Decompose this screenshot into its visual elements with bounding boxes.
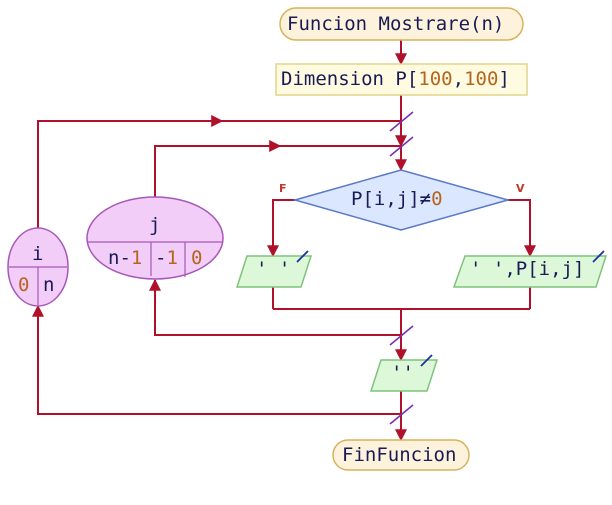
dimension-prefix: Dimension P[: [281, 68, 419, 90]
output-arrow-icon: [420, 354, 433, 367]
loop-marker: [389, 136, 414, 157]
condition-decision: [292, 169, 511, 231]
true-flag: V: [516, 182, 525, 195]
loop-marker: [389, 111, 414, 132]
end-terminal: [332, 439, 470, 471]
dimension-size-b: 100: [464, 68, 499, 90]
loop-i-from: 0: [18, 274, 30, 296]
output-arrow-icon: [592, 250, 605, 263]
connectors: [32, 40, 536, 442]
output-arrow-icon: [296, 250, 309, 263]
false-output-shape: [235, 255, 313, 288]
start-label: Funcion Mostrare(n): [287, 13, 505, 35]
dimension-size-a: 100: [418, 68, 453, 90]
false-flag: F: [279, 182, 287, 195]
loop-j-to: 0: [191, 247, 203, 269]
loop-j-step: -1: [155, 247, 178, 269]
dimension-comma: ,: [452, 68, 465, 90]
loop-i-to: n: [43, 274, 55, 296]
loop-j-node: [86, 196, 224, 280]
loop-markers: [389, 111, 414, 425]
true-output-label: ' ',P[i,j]: [470, 258, 585, 280]
condition-label: P[i,j]≠0: [351, 190, 443, 209]
dimension-label: Dimension P[100,100]: [281, 70, 510, 89]
loop-marker: [389, 404, 414, 425]
loop-j-from: n-1: [108, 247, 143, 269]
newline-output-shape: [369, 359, 439, 392]
dimension-suffix: ]: [498, 68, 510, 90]
dimension-process: [275, 63, 528, 96]
loop-marker: [389, 325, 414, 346]
true-output-shape: [452, 255, 608, 288]
start-terminal: [279, 7, 524, 41]
end-label: FinFuncion: [342, 444, 457, 466]
loop-j-var: j: [149, 214, 161, 236]
loop-i-node: [7, 227, 69, 307]
loop-i-var: i: [32, 243, 44, 265]
newline-output-label: '': [391, 362, 414, 384]
false-output-label: ' ': [256, 258, 291, 280]
condition-zero: 0: [431, 188, 443, 210]
condition-prefix: P[i,j]≠: [351, 188, 432, 210]
